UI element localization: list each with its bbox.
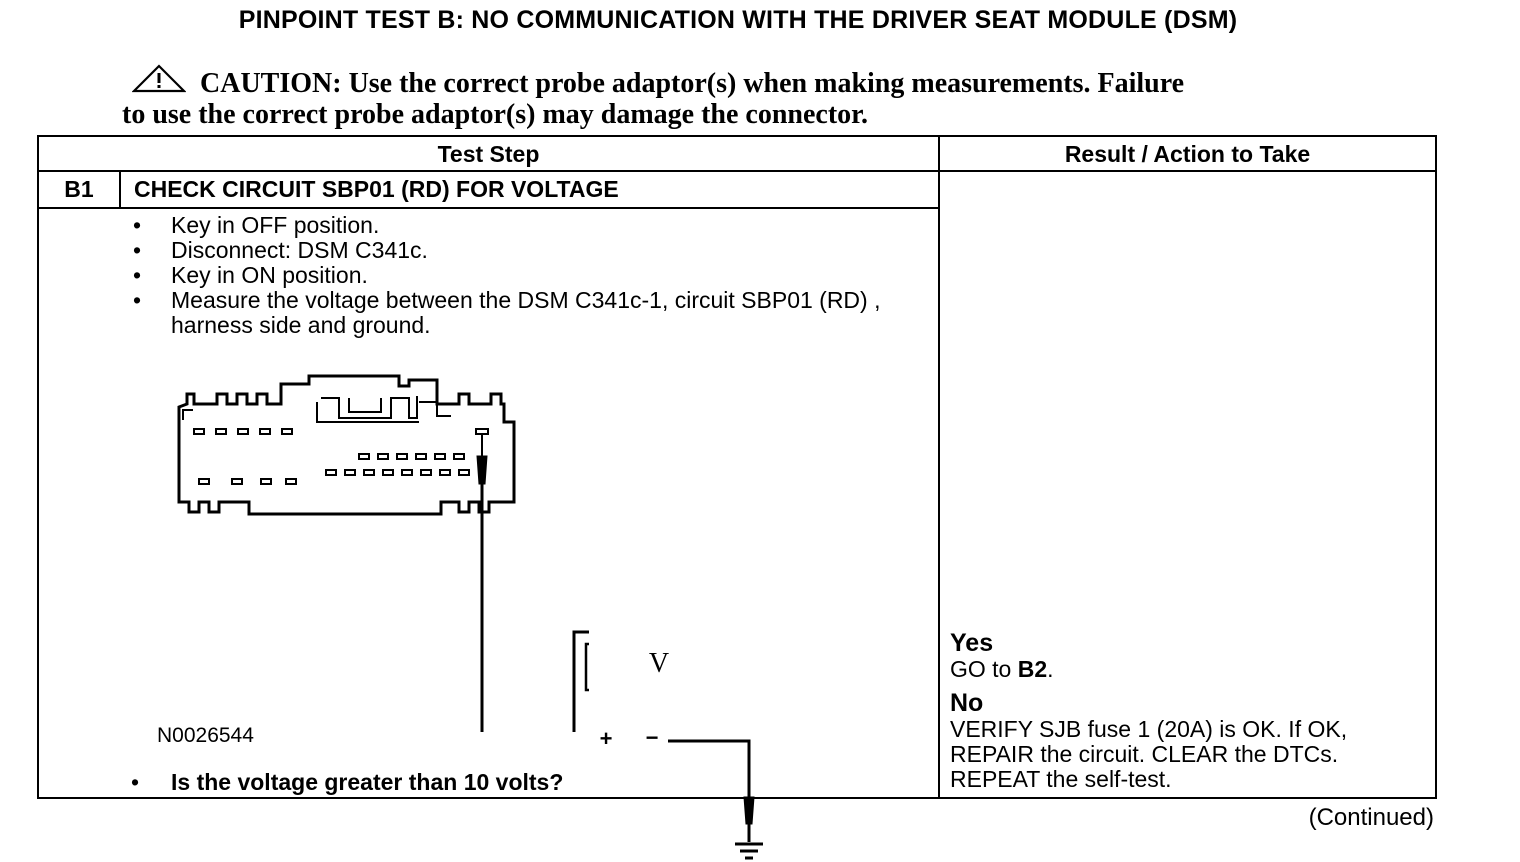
column-divider bbox=[938, 137, 940, 797]
warning-triangle-icon bbox=[132, 64, 186, 94]
instruction-item: •Key in ON position. bbox=[133, 262, 368, 288]
meter-plus: + bbox=[599, 726, 613, 751]
negative-lead bbox=[668, 739, 751, 797]
result-no-label: No bbox=[950, 689, 984, 717]
step-header-row: B1 CHECK CIRCUIT SBP01 (RD) FOR VOLTAGE bbox=[39, 172, 938, 209]
instruction-item: •Key in OFF position. bbox=[133, 212, 380, 238]
caution-line-1: CAUTION: Use the correct probe adaptor(s… bbox=[122, 64, 1322, 99]
page-title: PINPOINT TEST B: NO COMMUNICATION WITH T… bbox=[238, 6, 1238, 34]
ground-symbol-icon bbox=[735, 842, 763, 860]
result-actions: Yes GO to B2. No VERIFY SJB fuse 1 (20A)… bbox=[950, 630, 1430, 792]
figure-id: N0026544 bbox=[157, 724, 254, 747]
header-result-action: Result / Action to Take bbox=[938, 137, 1437, 172]
step-question: •Is the voltage greater than 10 volts? bbox=[131, 769, 564, 795]
probe-negative bbox=[743, 796, 755, 825]
result-yes-action: GO to B2. bbox=[950, 656, 1054, 682]
instruction-item: •Measure the voltage between the DSM C34… bbox=[133, 287, 881, 338]
connector-voltmeter-diagram bbox=[169, 372, 589, 732]
caution-text-line-2: to use the correct probe adaptor(s) may … bbox=[122, 99, 869, 130]
continued-note: (Continued) bbox=[1308, 804, 1434, 831]
caution-text-line-1: Use the correct probe adaptor(s) when ma… bbox=[348, 68, 1185, 99]
step-title: CHECK CIRCUIT SBP01 (RD) FOR VOLTAGE bbox=[134, 176, 619, 202]
positive-lead bbox=[480, 507, 484, 732]
instruction-item: •Disconnect: DSM C341c. bbox=[133, 237, 428, 263]
pinpoint-test-table: Test Step Result / Action to Take B1 CHE… bbox=[37, 135, 1437, 860]
result-no-action: VERIFY SJB fuse 1 (20A) is OK. If OK, RE… bbox=[950, 716, 1348, 792]
step-id: B1 bbox=[39, 172, 121, 207]
result-yes-label: Yes bbox=[950, 629, 994, 657]
goto-link-b2[interactable]: B2 bbox=[1017, 656, 1048, 682]
meter-ground-overlay bbox=[169, 372, 929, 860]
meter-minus: − bbox=[645, 725, 659, 750]
caution-notice: CAUTION: Use the correct probe adaptor(s… bbox=[122, 64, 1322, 130]
caution-label: CAUTION: bbox=[200, 68, 342, 99]
connector-c341c bbox=[177, 374, 516, 516]
voltmeter-icon bbox=[572, 630, 589, 732]
meter-symbol: V bbox=[648, 648, 670, 679]
header-test-step: Test Step bbox=[39, 137, 938, 172]
step-instructions: •Key in OFF position. •Disconnect: DSM C… bbox=[131, 213, 931, 338]
